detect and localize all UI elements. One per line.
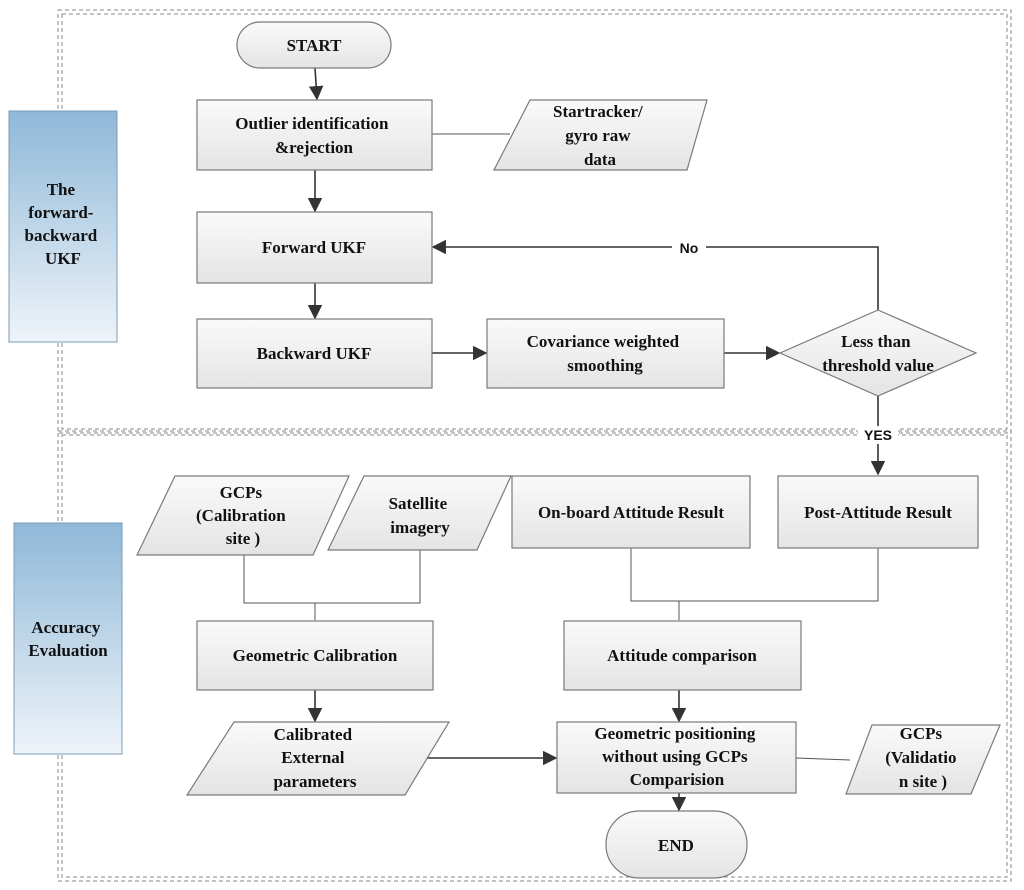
svg-text:Satellite imagery: Satellite imagery (389, 494, 452, 537)
forward-backward-ukf-label: The forward- backward UKF (8, 110, 118, 343)
threshold-decision: Less than threshold value (778, 309, 978, 397)
side-label-text: Accuracy Evaluation (28, 618, 108, 660)
edge-attitudes-join (630, 548, 879, 602)
label-yes: YES (858, 426, 898, 444)
geometric-calibration-process: Geometric Calibration (196, 620, 434, 691)
covariance-smoothing-process: Covariance weighted smoothing (486, 318, 725, 389)
svg-text:Geometric positioning wi: Geometric positioning without using GCPs… (594, 724, 759, 789)
top-panel-frame (57, 9, 1012, 434)
outlier-rejection-process: Outlier identification &rejection (196, 99, 433, 171)
svg-text:Covariance weighted smoo: Covariance weighted smoothing (527, 332, 684, 375)
svg-text:END: END (658, 836, 694, 855)
svg-text:Post-Attitude Result: Post-Attitude Result (804, 503, 952, 522)
svg-text:GCPs (Calibration: GCPs (Calibration site ) (196, 483, 290, 548)
accuracy-evaluation-label: Accuracy Evaluation (13, 522, 123, 755)
svg-text:START: START (287, 36, 342, 55)
svg-text:Forward UKF: Forward UKF (262, 238, 366, 257)
post-attitude-result: Post-Attitude Result (777, 475, 979, 549)
svg-text:Calibrated External: Calibrated External parameters (273, 725, 356, 791)
edge-start-outlier (308, 67, 324, 101)
label-no: No (672, 238, 706, 256)
svg-text:Geometric Calibration: Geometric Calibration (233, 646, 398, 665)
bottom-panel-frame (57, 430, 1012, 882)
edge-inputs-join (243, 549, 421, 604)
svg-text:Startracker/ gyro raw: Startracker/ gyro raw data (553, 102, 647, 169)
start-terminal: START (236, 21, 392, 69)
edge-threshold-no (431, 239, 879, 310)
geometric-positioning-process: Geometric positioning without using GCPs… (556, 721, 797, 794)
end-terminal: END (605, 810, 748, 879)
backward-ukf-process: Backward UKF (196, 318, 433, 389)
satellite-imagery-input: Satellite imagery (327, 475, 512, 551)
svg-text:Less than threshold val: Less than threshold value (822, 332, 934, 375)
side-label-text: The forward- backward UKF (25, 180, 102, 268)
calibrated-parameters-data: Calibrated External parameters (185, 721, 451, 796)
gcps-calibration-input: GCPs (Calibration site ) (136, 475, 350, 556)
svg-text:Outlier identification &: Outlier identification &rejection (235, 114, 392, 157)
svg-text:Backward UKF: Backward UKF (257, 344, 372, 363)
onboard-attitude-result: On-board Attitude Result (511, 475, 751, 549)
svg-text:Attitude comparison: Attitude comparison (607, 646, 757, 665)
startracker-data-input: Startracker/ gyro raw data (493, 99, 708, 171)
gcps-validation-input: GCPs (Validatio n site ) (845, 724, 1001, 795)
edge-positioning-gcps-validation (795, 757, 851, 761)
svg-text:GCPs (Validatio n: GCPs (Validatio n site ) (885, 724, 960, 791)
attitude-comparison-process: Attitude comparison (563, 620, 802, 691)
connectors (243, 67, 886, 812)
forward-ukf-process: Forward UKF (196, 211, 433, 284)
svg-text:YES: YES (864, 427, 892, 443)
svg-text:No: No (680, 240, 699, 256)
svg-text:On-board Attitude Result: On-board Attitude Result (538, 503, 724, 522)
